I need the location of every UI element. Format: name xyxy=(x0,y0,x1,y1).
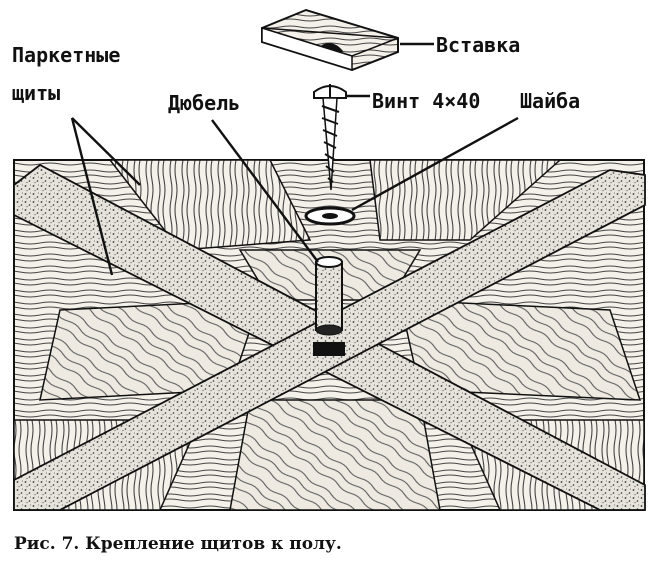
joint-strips xyxy=(13,163,646,511)
screw xyxy=(313,84,347,191)
dowel-label: Дюбель xyxy=(168,91,240,115)
leader-lines xyxy=(70,42,519,276)
insert-block xyxy=(261,8,399,72)
washer-label: Шайба xyxy=(520,89,580,113)
screw-label: Винт 4×40 xyxy=(372,89,480,113)
figure-caption: Рис. 7. Крепление щитов к полу. xyxy=(14,534,342,554)
insert-label: Вставка xyxy=(436,33,520,57)
dowel xyxy=(315,256,343,336)
panels-label-line1: Паркетные xyxy=(12,43,120,67)
panels-label-line2: щиты xyxy=(12,81,60,105)
washer xyxy=(304,206,356,226)
